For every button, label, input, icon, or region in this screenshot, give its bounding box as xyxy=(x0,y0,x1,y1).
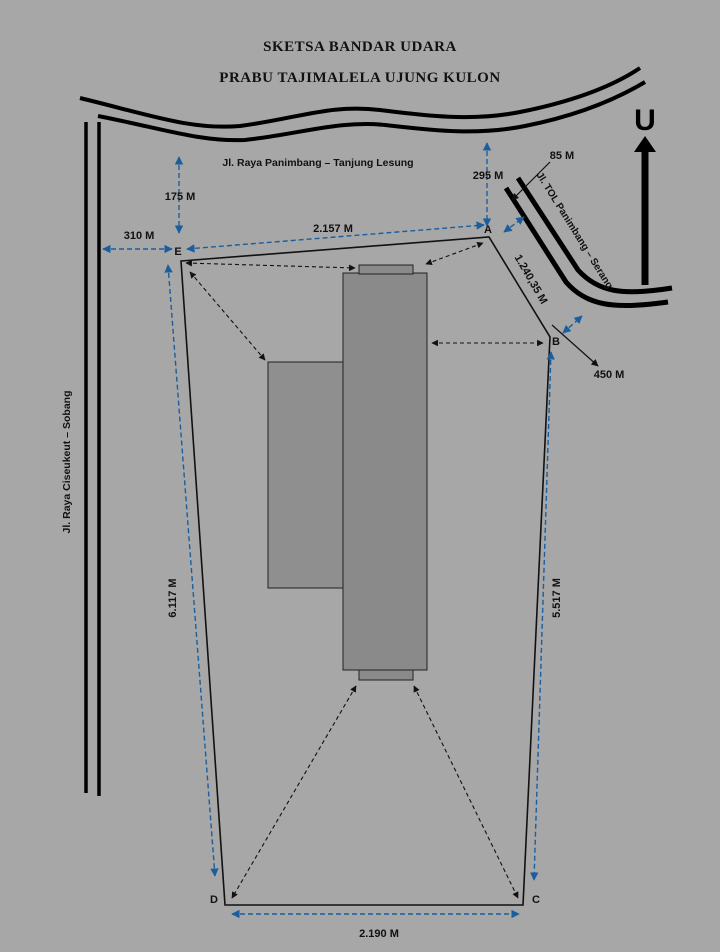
north-road-label: Jl. Raya Panimbang – Tanjung Lesung xyxy=(222,157,413,169)
runway xyxy=(342,272,428,671)
north-road xyxy=(79,66,647,143)
distance-b-toll: 450 M xyxy=(594,369,625,381)
distance-a-b: 1.240,35 M xyxy=(512,253,550,307)
point-b: B xyxy=(552,336,560,348)
distance-a-toll: 85 M xyxy=(550,150,574,162)
west-road xyxy=(84,122,101,796)
point-a: A xyxy=(484,224,492,236)
distance-e-road: 175 M xyxy=(165,191,196,203)
point-c: C xyxy=(532,894,540,906)
distance-e-west-road: 310 M xyxy=(124,230,155,242)
distance-e-d: 6.117 M xyxy=(167,578,179,617)
distance-b-c: 5.517 M xyxy=(551,578,563,618)
title-line-1: SKETSA BANDAR UDARA xyxy=(263,39,457,55)
runway-end-north xyxy=(358,264,414,275)
dimension-lines xyxy=(102,142,583,919)
distance-e-a: 2.157 M xyxy=(313,223,353,235)
toll-road-label: Jl. TOL Panimbang – Serang xyxy=(534,170,615,291)
distance-a-road: 295 M xyxy=(473,170,504,182)
apron-area xyxy=(267,361,345,589)
connector-lines xyxy=(185,241,544,899)
north-arrow-icon xyxy=(634,136,656,285)
west-road-label: Jl. Raya Ciseukeut – Sobang xyxy=(61,391,73,534)
north-letter: U xyxy=(634,104,656,137)
point-d: D xyxy=(210,894,218,906)
pointer-lines xyxy=(511,161,599,367)
distance-d-c: 2.190 M xyxy=(359,928,399,940)
point-e: E xyxy=(174,246,181,258)
toll-road xyxy=(503,176,673,309)
runway-end-south xyxy=(358,669,414,681)
title-line-2: PRABU TAJIMALELA UJUNG KULON xyxy=(219,70,500,86)
